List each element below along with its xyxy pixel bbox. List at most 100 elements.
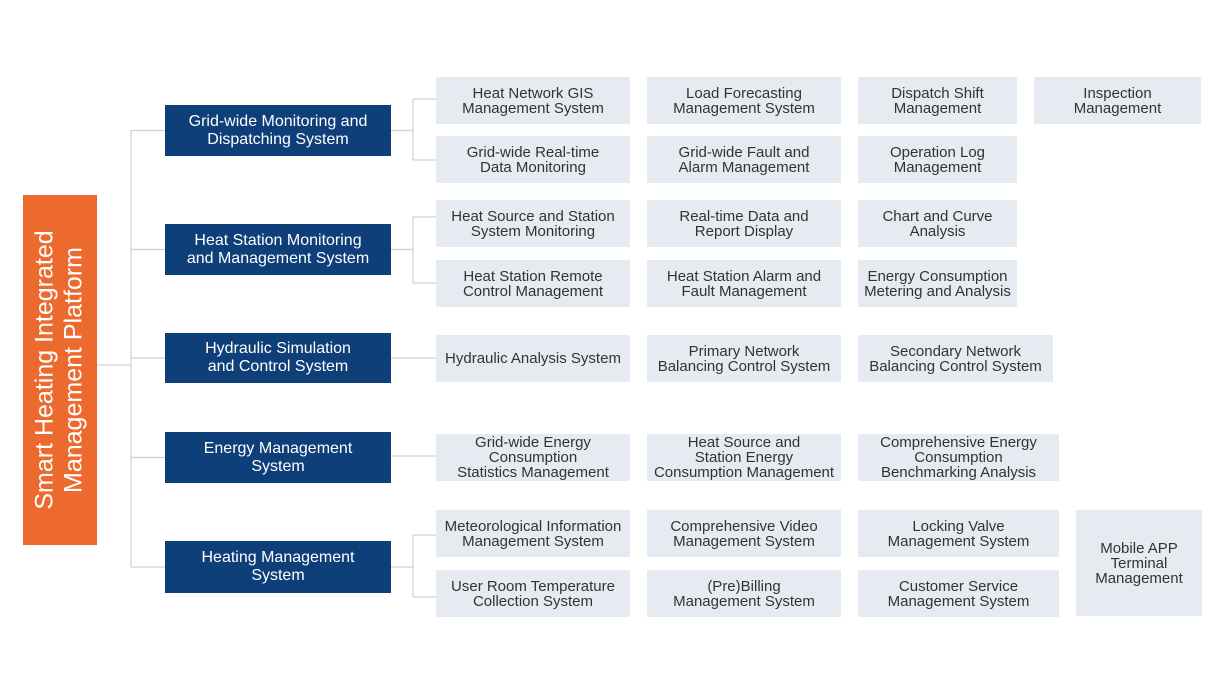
module-label-line: Heat Source and Station (451, 207, 615, 225)
module-label-line: Data Monitoring (480, 158, 586, 176)
module-label-line: Real-time Data and (679, 207, 809, 225)
module-label-line: Control Management (462, 282, 604, 300)
module-label-line: Management System (673, 99, 815, 117)
module-label-line: Station Energy (694, 449, 794, 466)
category-label-line: and Management System (186, 249, 370, 267)
module-label-line: Metering and Analysis (864, 282, 1011, 300)
platform-root-box: Smart Heating Integrated Management Plat… (23, 195, 97, 545)
category-label-line: Heat Station Monitoring (194, 231, 362, 249)
module-label-line: Comprehensive Energy (880, 434, 1037, 451)
module-label-line: Management System (673, 592, 815, 610)
platform-title-line-1: Smart Heating Integrated (31, 230, 60, 510)
module-label-line: Management System (462, 532, 604, 550)
module-label-line: Report Display (694, 222, 794, 240)
module-label-line: Operation Log (889, 143, 986, 161)
platform-title-line-2: Management Platform (60, 247, 89, 493)
module-label-line: System Monitoring (470, 222, 596, 240)
category-label-line: System (251, 567, 305, 584)
module-label-line: (Pre)Billing (707, 577, 781, 595)
module-box: Hydraulic Analysis System (436, 335, 630, 382)
module-label-line: Heat Station Remote (463, 267, 603, 285)
module-label-line: Management System (673, 532, 815, 550)
module-label-line: Management (893, 99, 982, 117)
module-label-line: Heat Station Alarm and (666, 267, 822, 285)
module-label-line: Management (1073, 99, 1162, 117)
module-label-line: Secondary Network (890, 342, 1021, 360)
module-label-line: Chart and Curve (882, 207, 993, 225)
module-label-line: Collection System (472, 592, 594, 610)
category-label-line: Grid-wide Monitoring and (188, 112, 368, 130)
platform-title: Smart Heating Integrated Management Plat… (31, 230, 89, 509)
module-label-line: Management (893, 158, 982, 176)
module-label-line: Consumption (488, 449, 578, 466)
module-label-line: Heat Source and (687, 434, 801, 451)
module-label-line: Grid-wide Real-time (466, 143, 600, 161)
module-label-line: Primary Network (688, 342, 800, 360)
module-label-line: Alarm Management (678, 158, 810, 176)
module-label-line: Management System (887, 532, 1030, 550)
module-label-line: Meteorological Information (444, 517, 622, 535)
module-label-line: Energy Consumption (867, 267, 1008, 285)
module-label-line: Statistics Management (457, 464, 609, 481)
module-label-line: Mobile APP (1100, 539, 1178, 557)
module-label-line: Consumption Management (653, 464, 835, 481)
module-label-line: Balancing Control System (657, 357, 831, 375)
module-label-line: Management System (887, 592, 1030, 610)
module-label-line: Management (1095, 569, 1183, 587)
category-label-line: Energy Management (203, 439, 353, 457)
module-label-line: Dispatch Shift (891, 84, 984, 102)
module-label-line: Terminal (1110, 554, 1168, 572)
module-label-line: Locking Valve (912, 517, 1005, 535)
module-label-line: Analysis (909, 222, 966, 240)
module-label-line: Management System (462, 99, 604, 117)
module-label-line: Comprehensive Video (670, 517, 818, 535)
category-label-line: Hydraulic Simulation (205, 340, 351, 357)
module-label-line: Balancing Control System (869, 357, 1042, 375)
module-label-line: Fault Management (681, 282, 807, 300)
category-label-line: Heating Management (201, 549, 355, 566)
module-label-line: Customer Service (898, 577, 1019, 595)
category-label-line: and Control System (207, 358, 349, 375)
module-label-line: Hydraulic Analysis System (445, 350, 621, 367)
module-label-line: Load Forecasting (686, 84, 802, 102)
module-label-line: Heat Network GIS (472, 84, 594, 102)
module-label-line: User Room Temperature (451, 577, 615, 595)
category-label-line: Dispatching System (207, 130, 349, 148)
module-label-line: Inspection (1083, 84, 1152, 102)
category-label-line: System (251, 457, 305, 475)
module-label-line: Benchmarking Analysis (880, 464, 1037, 481)
module-label-line: Grid-wide Energy (475, 434, 591, 451)
module-label-line: Consumption (914, 449, 1003, 466)
